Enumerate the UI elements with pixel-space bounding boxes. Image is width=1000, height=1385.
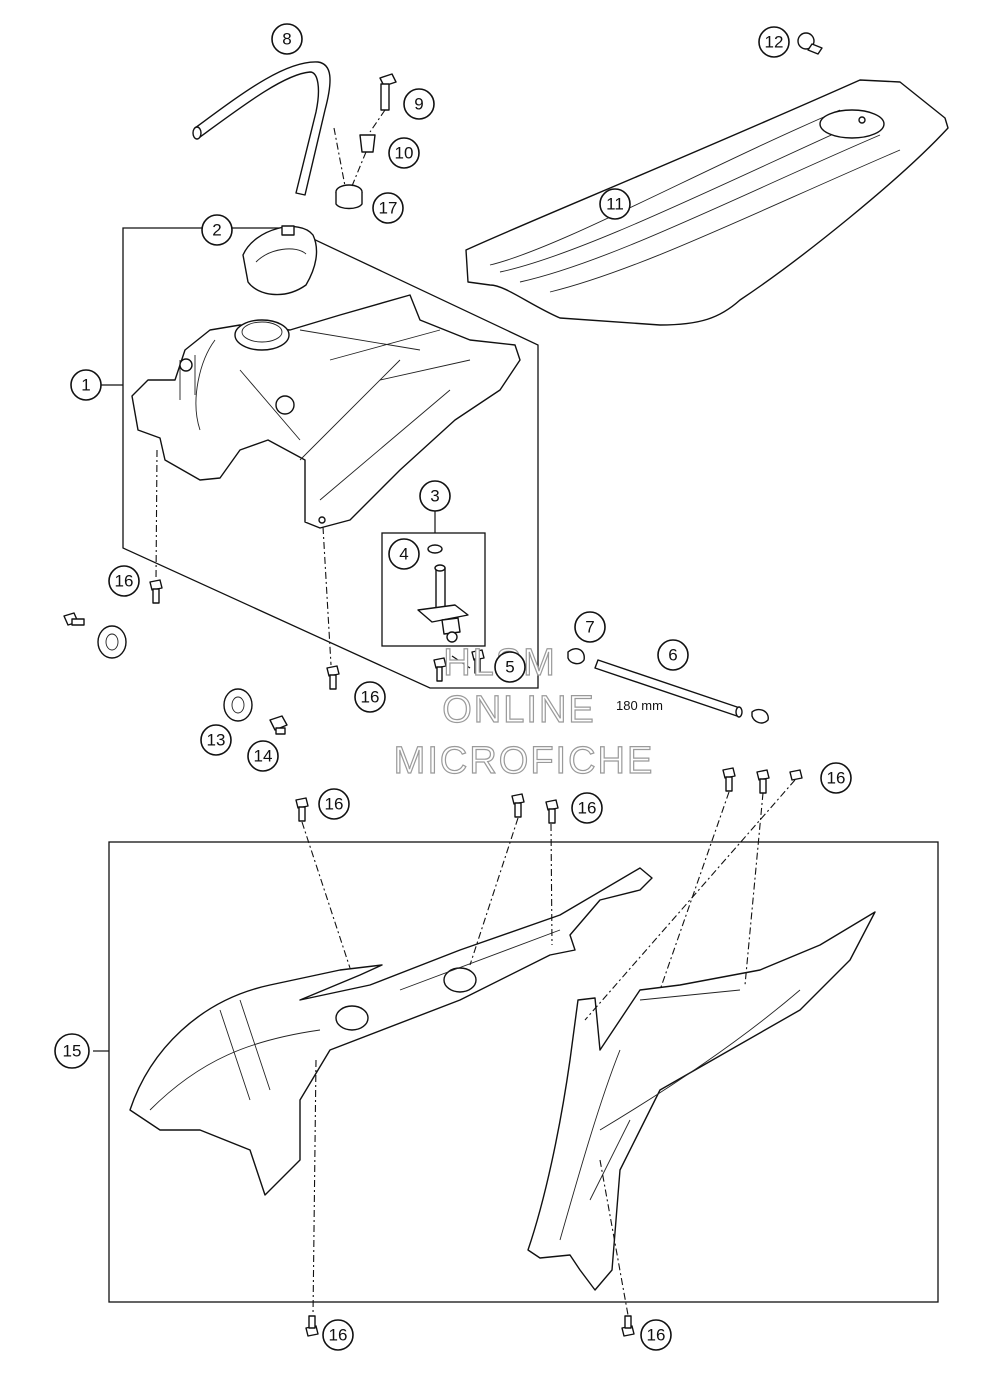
right-side-spoiler-icon [527,911,876,1291]
o-ring-icon [427,544,443,554]
watermark: HLSM ONLINE MICROFICHE [393,641,655,782]
callout-11: 11 [599,188,631,220]
callout-8-label: 8 [282,30,291,49]
callout-16-f-label: 16 [329,1326,348,1345]
callout-4: 4 [388,538,420,570]
collar-bolt-icon [269,715,288,735]
callout-14-label: 14 [254,747,273,766]
screw-icon [433,649,485,682]
seat-icon [465,79,949,326]
callout-8: 8 [271,23,303,55]
callout-10: 10 [388,137,420,169]
callout-15-label: 15 [63,1042,82,1061]
breather-hose-icon [594,659,769,724]
callout-11-label: 11 [606,195,624,214]
screw-16-icons [149,579,803,1337]
callout-13: 13 [200,724,232,756]
callout-17: 17 [372,192,404,224]
hose-length-label: 180 mm [616,698,663,713]
callout-16-g-label: 16 [647,1326,666,1345]
callout-12: 12 [758,26,790,58]
filler-cap-icon [242,225,318,296]
callout-6: 6 [657,639,689,671]
callout-16-d-label: 16 [578,799,597,818]
callout-5: 5 [494,651,526,683]
left-side-spoiler-icon [129,867,653,1196]
bolt-icon [379,73,397,111]
watermark-line2: ONLINE [442,689,595,731]
fuel-tap-kit-box [381,532,486,647]
fuel-tap-icon [417,564,469,643]
callout-16-b-label: 16 [361,688,380,707]
callout-12-label: 12 [765,33,784,52]
callout-16-e: 16 [820,762,852,794]
callout-2: 2 [201,214,233,246]
callout-16-d: 16 [571,792,603,824]
callout-16-f: 16 [322,1319,354,1351]
callout-5-label: 5 [505,658,514,677]
hose-clamp-icon [567,648,585,665]
spoiler-kit-box [108,841,939,1303]
rubber-bushing-icon [63,612,127,659]
callout-7: 7 [574,611,606,643]
rubber-grommet-icon [335,184,363,210]
callout-16-e-label: 16 [827,769,846,788]
quick-release-fastener-icon [797,32,823,55]
callout-15: 15 [54,1033,90,1069]
callout-16-c: 16 [318,788,350,820]
callout-14: 14 [247,740,279,772]
callout-4-label: 4 [399,545,408,564]
callout-6-label: 6 [668,646,677,665]
fuel-hose-icon [192,61,331,196]
callout-16-a-label: 16 [115,572,134,591]
callout-16-b: 16 [354,681,386,713]
fuel-tank-icon [131,294,521,529]
callout-16-g: 16 [640,1319,672,1351]
callout-10-label: 10 [395,144,414,163]
spacer-bushing-icon [223,688,253,722]
callout-2-label: 2 [212,221,221,240]
callout-13-label: 13 [207,731,226,750]
fastener-lines [155,109,796,1316]
washer-icon [359,134,376,153]
callout-1: 1 [70,369,102,401]
callout-3-label: 3 [430,487,439,506]
leader-lines [93,384,471,1052]
callout-7-label: 7 [585,618,594,637]
callout-9: 9 [403,88,435,120]
callout-16-a: 16 [108,565,140,597]
callout-3: 3 [419,480,451,512]
callout-9-label: 9 [414,95,423,114]
callout-17-label: 17 [379,199,398,218]
watermark-line3: MICROFICHE [394,740,655,782]
callout-16-c-label: 16 [325,795,344,814]
callout-1-label: 1 [81,376,90,395]
